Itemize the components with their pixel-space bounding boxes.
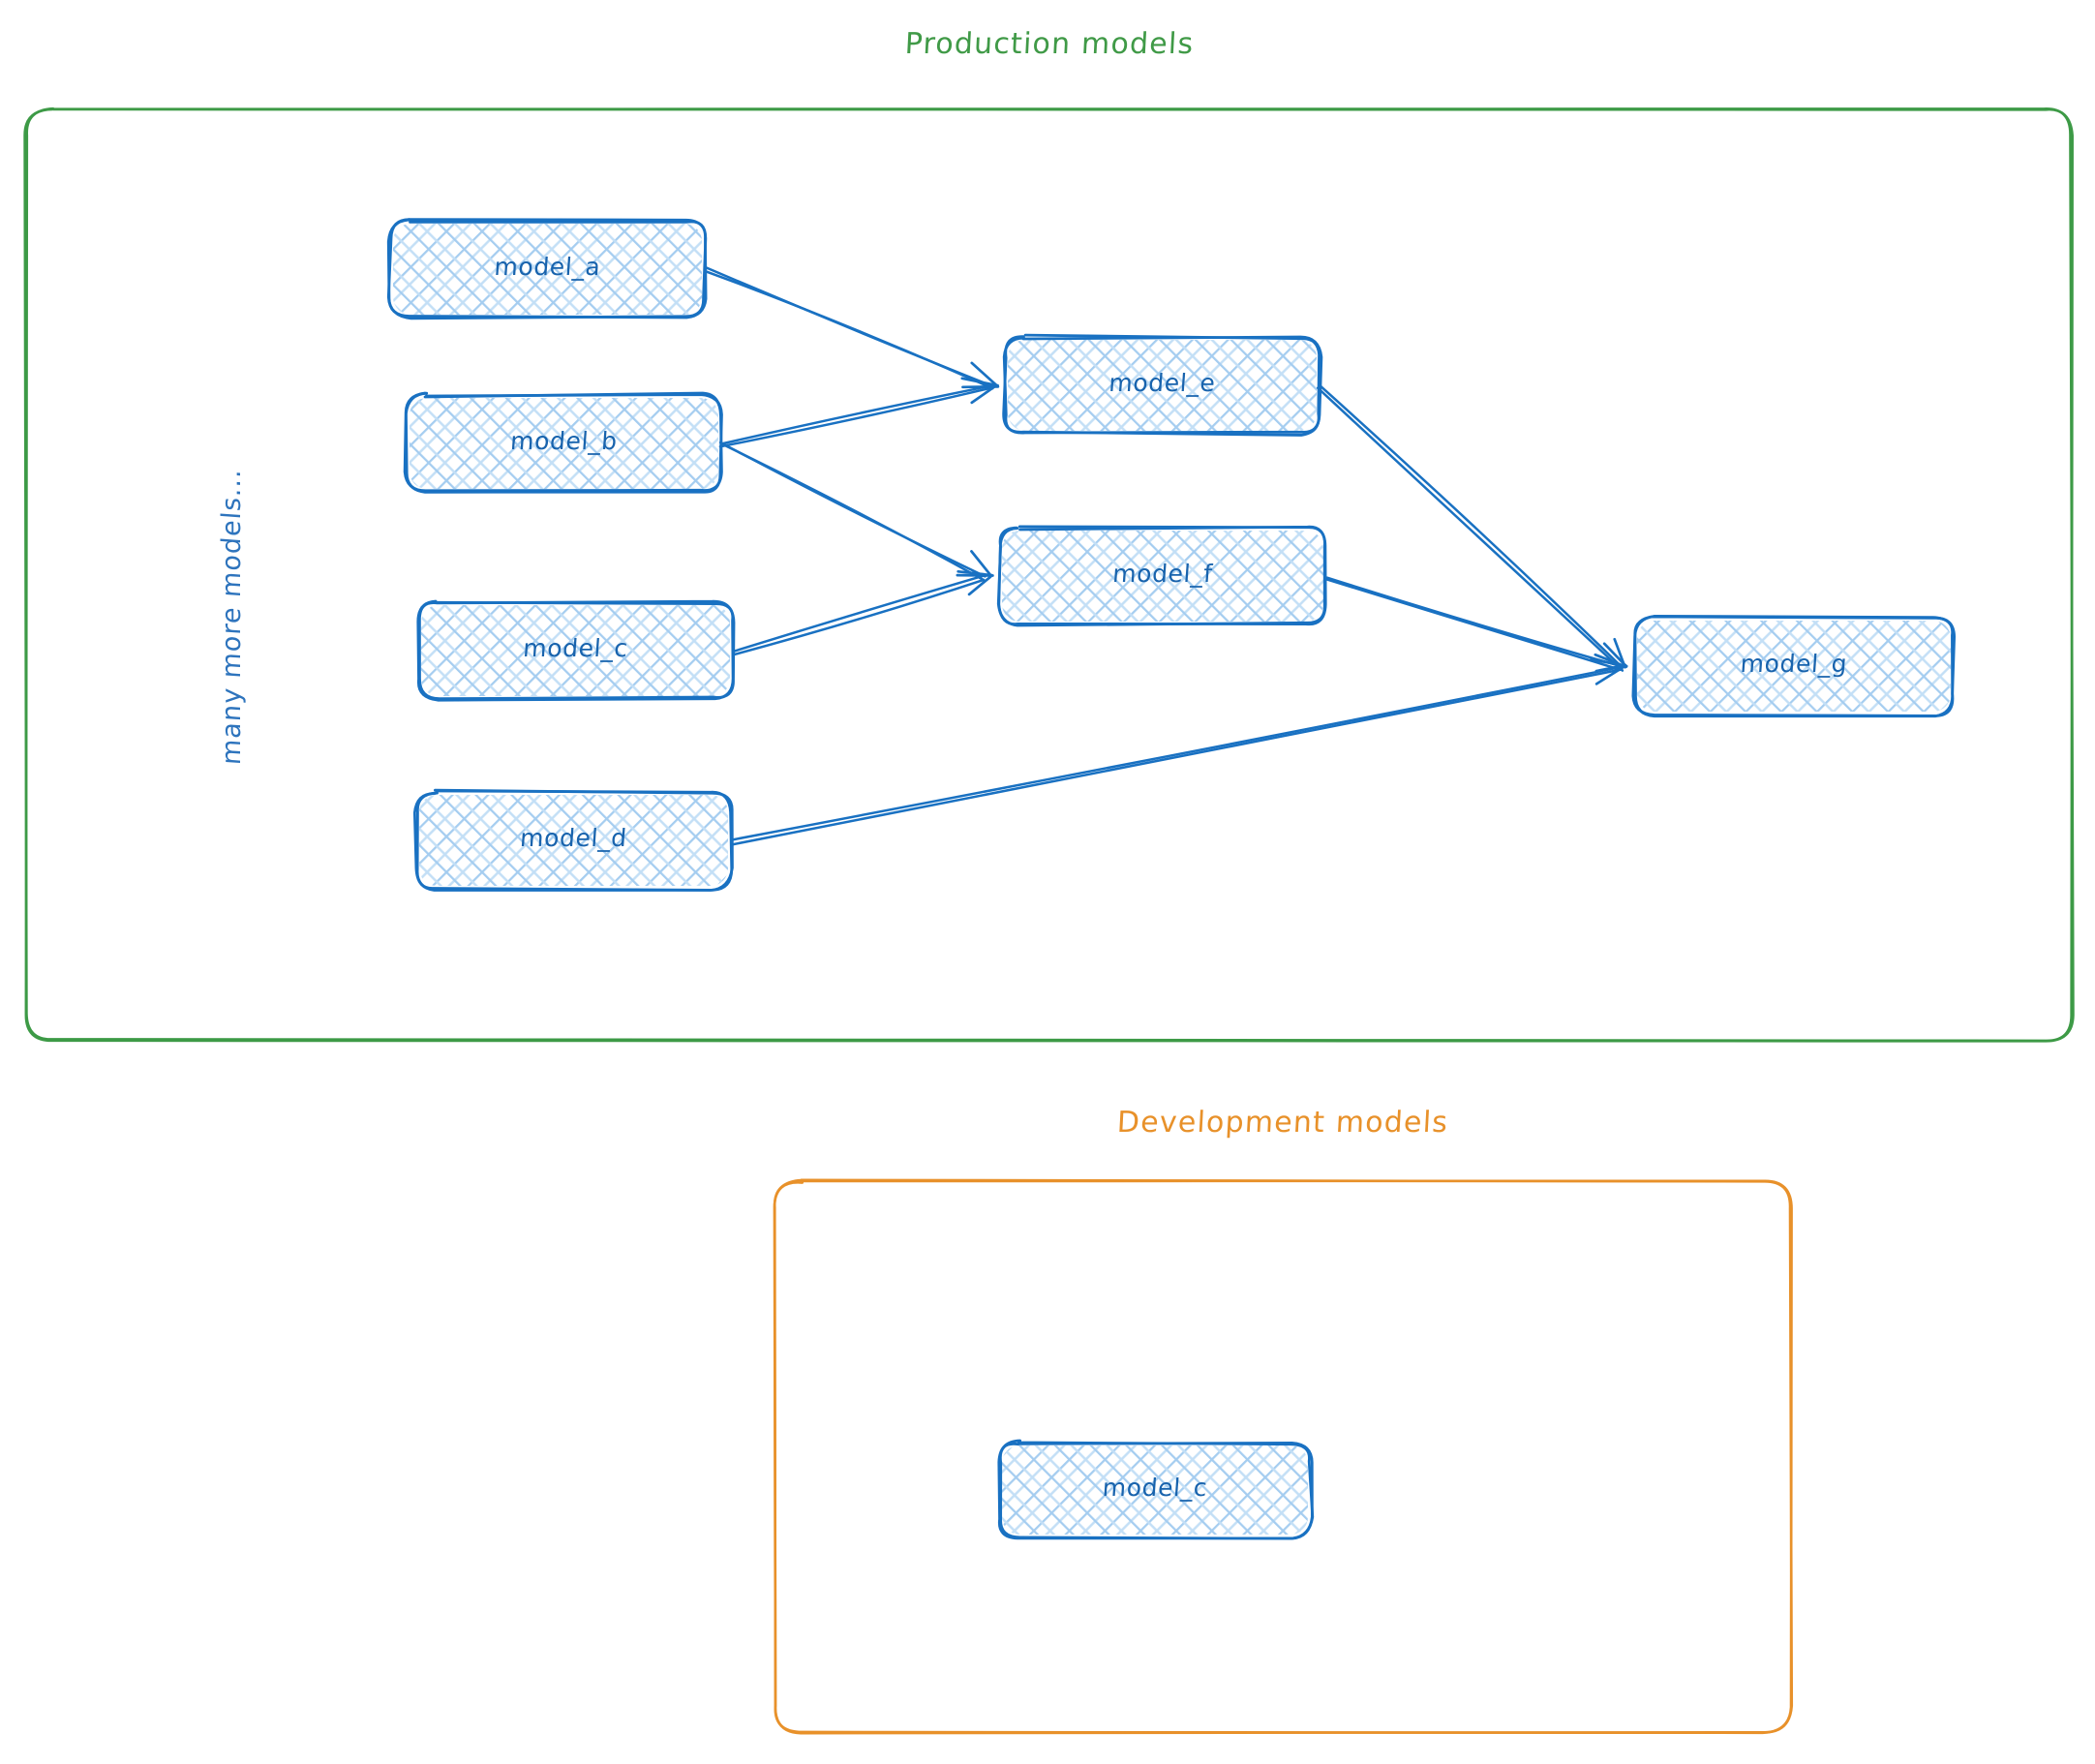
node-outline bbox=[1633, 614, 1955, 718]
edge-line bbox=[720, 384, 992, 445]
edge-line bbox=[705, 270, 994, 390]
arrow-head-stroke bbox=[1594, 664, 1627, 685]
edge-line bbox=[1316, 386, 1624, 672]
development-group-title: Development models bbox=[1116, 1106, 1449, 1140]
node-model_c[interactable] bbox=[416, 599, 736, 702]
node-outline bbox=[405, 391, 723, 494]
edge-line bbox=[1319, 383, 1621, 666]
node-outline bbox=[416, 599, 735, 702]
edge-model_f-to-model_g bbox=[1322, 576, 1622, 671]
node-outline bbox=[996, 525, 1326, 627]
edges-layer bbox=[704, 265, 1628, 846]
arrow-head-stroke bbox=[970, 361, 999, 388]
edge-line bbox=[718, 386, 991, 448]
edge-model_c-to-model_f bbox=[731, 574, 986, 656]
node-model_f[interactable] bbox=[996, 525, 1327, 627]
group-container-development bbox=[773, 1178, 1794, 1735]
edge-line bbox=[731, 668, 1624, 846]
arrow-head-stroke bbox=[967, 575, 992, 596]
node-fill-hatch-b bbox=[393, 224, 702, 315]
edge-line bbox=[731, 665, 1622, 841]
edge-line bbox=[733, 578, 986, 656]
edge-line bbox=[1325, 576, 1621, 667]
edge-model_e-to-model_g bbox=[1316, 383, 1624, 672]
many-more-models-label: many more models... bbox=[217, 467, 247, 766]
edge-line bbox=[721, 442, 986, 582]
node-model_b[interactable] bbox=[403, 391, 723, 494]
edge-model_b-to-model_e bbox=[718, 384, 992, 448]
arrow-head-stroke bbox=[1590, 657, 1628, 668]
arrow-head-stroke bbox=[956, 569, 993, 577]
nodes-layer bbox=[386, 218, 1957, 1540]
edge-model_b-to-model_f bbox=[718, 441, 987, 582]
arrow-head-stroke bbox=[960, 377, 999, 387]
node-fill-hatch-b bbox=[419, 795, 728, 886]
node-outline bbox=[412, 789, 734, 892]
node-fill-hatch-b bbox=[1002, 531, 1323, 622]
node-model_g[interactable] bbox=[1631, 614, 1957, 718]
node-fill-hatch-b bbox=[421, 605, 730, 696]
production-group-title: Production models bbox=[903, 27, 1195, 61]
node-dev_model_c[interactable] bbox=[997, 1439, 1315, 1540]
group-containers bbox=[23, 106, 2075, 1735]
edge-line bbox=[731, 574, 986, 654]
node-fill-hatch-b bbox=[1008, 340, 1317, 431]
edge-line bbox=[1322, 577, 1622, 671]
node-model_d[interactable] bbox=[412, 788, 734, 892]
arrow-head-stroke bbox=[1602, 642, 1627, 667]
edge-model_a-to-model_e bbox=[704, 265, 994, 390]
node-outline bbox=[998, 1441, 1314, 1540]
node-outline bbox=[1002, 333, 1321, 437]
edge-model_d-to-model_g bbox=[731, 665, 1624, 846]
node-fill-hatch-b bbox=[1002, 1445, 1308, 1535]
node-model_e[interactable] bbox=[1002, 333, 1323, 437]
node-fill-hatch-b bbox=[1637, 621, 1951, 712]
node-fill-hatch-b bbox=[410, 398, 718, 489]
arrow-head-stroke bbox=[970, 550, 993, 578]
node-outline bbox=[386, 218, 708, 320]
node-model_a[interactable] bbox=[386, 218, 708, 320]
arrow-head-stroke bbox=[970, 383, 998, 405]
group-container-production bbox=[24, 106, 2075, 1043]
